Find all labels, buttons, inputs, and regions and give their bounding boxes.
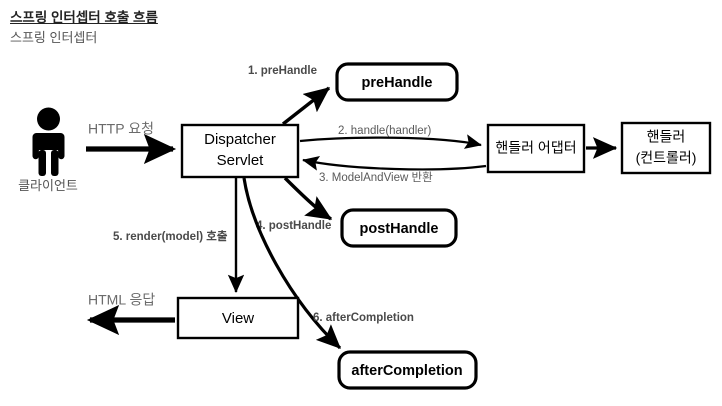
step3-label: 3. ModelAndView 반환 (319, 171, 433, 184)
step5-label: 5. render(model) 호출 (113, 229, 228, 243)
modelandview-arrow (302, 155, 487, 171)
http-request-label: HTTP 요청 (88, 121, 154, 137)
posthandle-arrow (283, 176, 333, 221)
svg-text:postHandle: postHandle (360, 221, 439, 237)
node-pre-handle: preHandle (335, 62, 459, 102)
node-after-completion: afterCompletion (337, 350, 478, 390)
page-subtitle: 스프링 인터셉터 (10, 30, 98, 45)
person-icon (32, 107, 65, 176)
svg-text:핸들러: 핸들러 (647, 129, 686, 145)
node-dispatcher-servlet: Dispatcher Servlet (180, 123, 300, 179)
step6-label: 6. afterCompletion (313, 312, 414, 324)
node-handler-adapter: 핸들러 어댑터 (486, 123, 586, 174)
node-view: View (176, 296, 300, 340)
aftercompletion-arrow (242, 177, 342, 350)
svg-text:Dispatcher: Dispatcher (204, 131, 276, 148)
http-response-label: HTML 응답 (88, 292, 155, 308)
svg-text:Servlet: Servlet (217, 152, 265, 169)
svg-text:View: View (222, 310, 254, 327)
step4-label: 4. postHandle (256, 220, 331, 232)
svg-text:afterCompletion: afterCompletion (351, 363, 462, 379)
svg-text:핸들러 어댑터: 핸들러 어댑터 (495, 140, 576, 156)
page-title: 스프링 인터셉터 호출 흐름 (10, 10, 158, 25)
prehandle-arrow (281, 86, 331, 126)
handle-arrow (299, 134, 482, 149)
svg-text:(컨트롤러): (컨트롤러) (636, 150, 697, 166)
step1-label: 1. preHandle (248, 65, 317, 77)
node-handler: 핸들러 (컨트롤러) (620, 121, 712, 175)
node-post-handle: postHandle (340, 208, 458, 248)
step2-label: 2. handle(handler) (338, 125, 432, 137)
client-label: 클라이언트 (18, 178, 78, 193)
svg-text:preHandle: preHandle (362, 75, 433, 91)
